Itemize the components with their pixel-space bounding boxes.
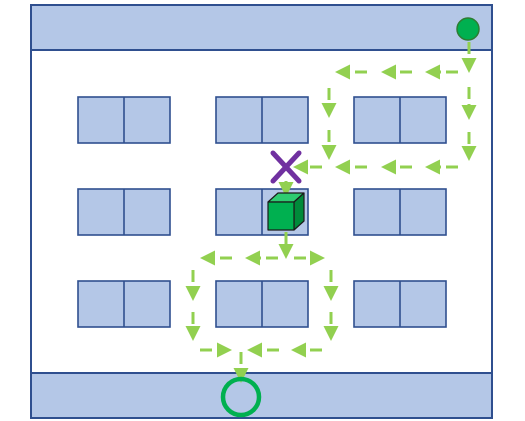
- start-marker: [456, 17, 480, 41]
- route-path: [185, 42, 477, 383]
- shelves: [77, 96, 447, 328]
- goal-ring: [220, 376, 262, 418]
- top-band: [30, 4, 493, 51]
- blocked-x-icon: [270, 150, 302, 184]
- bottom-band: [30, 372, 493, 419]
- robot-cube-icon: [267, 192, 305, 231]
